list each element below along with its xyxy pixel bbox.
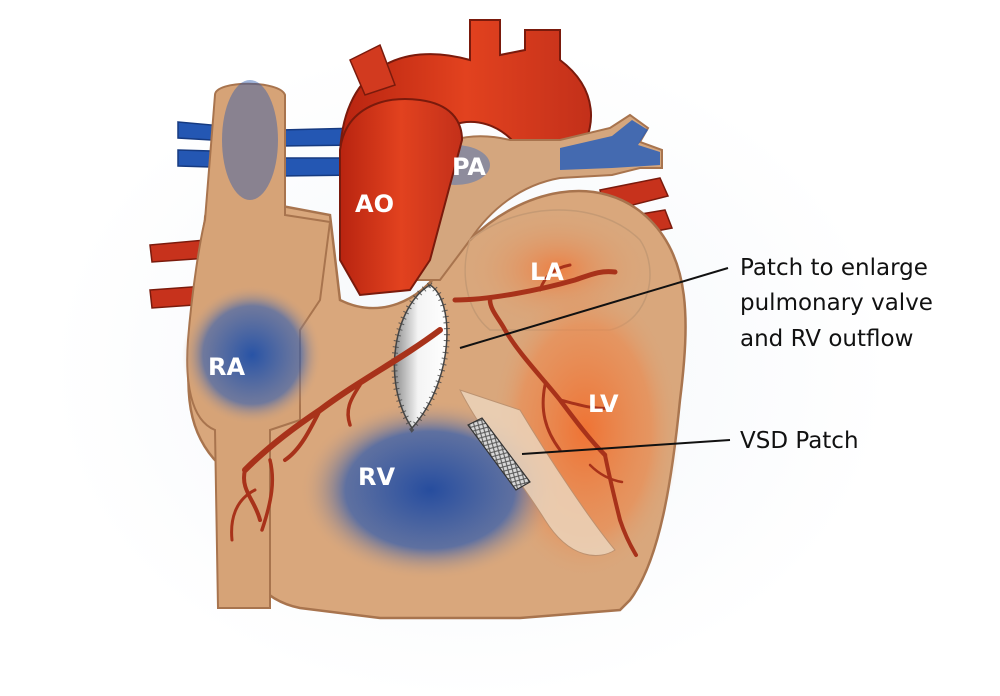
label-la: LA <box>530 258 564 286</box>
label-pa: PA <box>452 153 486 181</box>
vsd-mesh <box>467 417 531 491</box>
ascending-aorta <box>339 98 464 297</box>
callout-patch-line1: Patch to enlarge <box>740 255 928 281</box>
vsd-leader-line <box>521 439 731 455</box>
outflow-patch <box>391 281 450 433</box>
svc-blue <box>222 80 278 200</box>
label-ra: RA <box>208 353 245 381</box>
coronary-arteries <box>230 263 638 557</box>
label-rv: RV <box>358 463 395 491</box>
callout-patch-line3: and RV outflow <box>740 326 913 352</box>
label-ao: AO <box>355 190 394 218</box>
callout-patch-line2: pulmonary valve <box>740 290 933 316</box>
ra-blood <box>182 285 322 425</box>
patch-leader-line <box>459 267 729 349</box>
callout-vsd: VSD Patch <box>740 428 859 454</box>
pa-branch-blue <box>560 120 660 170</box>
label-lv: LV <box>588 390 619 418</box>
